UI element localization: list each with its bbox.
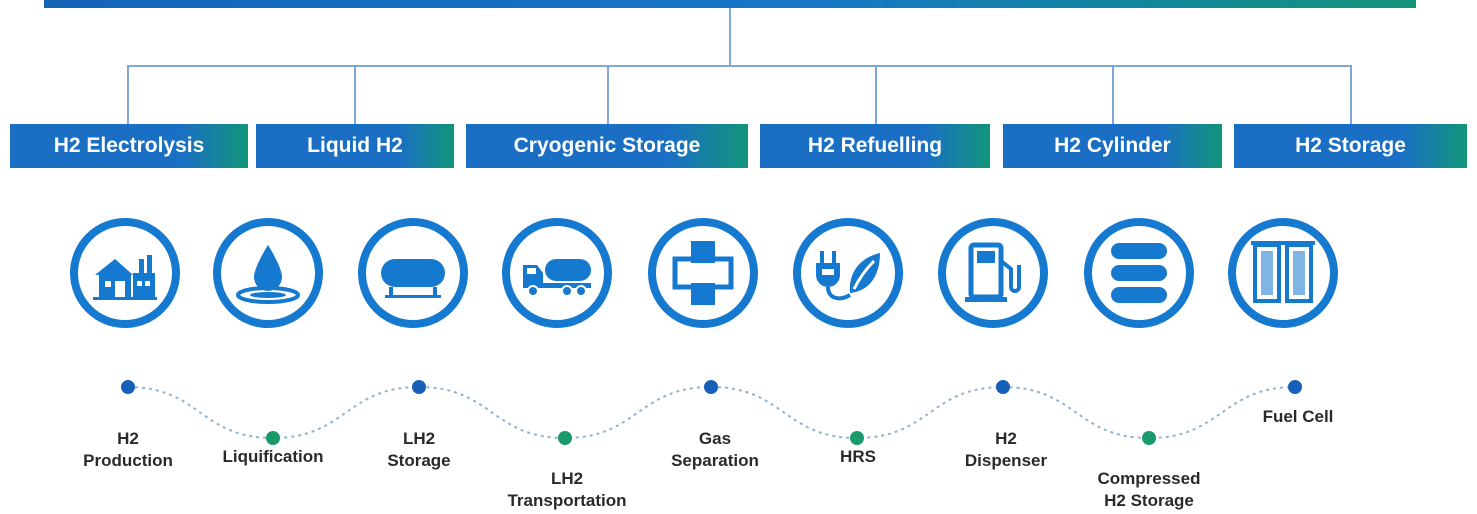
tab-h2-electrolysis[interactable]: H2 Electrolysis [10,124,248,168]
step-label-line2: Production [83,451,173,470]
tab-h2-storage[interactable]: H2 Storage [1234,124,1467,168]
connector-drop [1350,65,1352,124]
tab-label: Cryogenic Storage [513,134,701,157]
connector-drop [354,65,356,124]
step-label-line1: H2 [995,429,1017,448]
fuel-pump-icon [965,242,1021,302]
tab-label: H2 Refuelling [807,134,943,157]
connector-drop [607,65,609,124]
step-dot [1288,380,1302,394]
icon-circle-fuel-cell [1228,218,1338,328]
step-label-line1: H2 [117,429,139,448]
step-dot [121,380,135,394]
tab-h2-cylinder[interactable]: H2 Cylinder [1003,124,1222,168]
step-label-line2: Separation [671,451,759,470]
step-label-hrs: HRS [773,446,943,468]
plug-leaf-icon [816,251,880,301]
icon-circle-liquification [213,218,323,328]
step-label-fuel-cell: Fuel Cell [1213,406,1383,428]
step-label-line2: Storage [387,451,451,470]
connector-trunk [729,8,731,66]
tab-label: H2 Electrolysis [53,134,205,157]
icon-circle-lh2-storage [358,218,468,328]
icon-circle-production [70,218,180,328]
fuel-cell-icon [1251,241,1315,303]
step-dot [558,431,572,445]
tab-label: H2 Storage [1295,134,1406,157]
step-label-line1: Gas [698,429,732,448]
step-label-line2: HRS [840,447,876,466]
step-dot [412,380,426,394]
step-label-liquification: Liquification [188,446,358,468]
step-dot [850,431,864,445]
gas-separation-icon [672,241,734,305]
icon-circle-compressed-storage [1084,218,1194,328]
factory-icon [93,255,157,300]
icon-circle-hrs [793,218,903,328]
step-label-lh2-transportation: LH2 Transportation [482,468,652,512]
step-label-compressed-h2-storage: Compressed H2 Storage [1064,468,1234,512]
step-label-line2: Liquification [222,447,324,466]
connector-drop [127,65,129,124]
step-label-line2: Dispenser [964,451,1048,470]
step-label-line1: LH2 [402,429,436,448]
top-banner-bar [44,0,1416,8]
step-label-line2: Transportation [507,491,627,510]
stacked-cylinders-icon [1111,243,1167,303]
process-wave [121,380,1302,445]
tab-cryogenic-storage[interactable]: Cryogenic Storage [466,124,748,168]
icon-circle-h2-dispenser [938,218,1048,328]
storage-tank-icon [381,259,445,298]
step-label-line2: H2 Storage [1104,491,1194,510]
step-label-lh2-storage: LH2 Storage [334,428,504,472]
step-dot [996,380,1010,394]
step-label-h2-production: H2 Production [43,428,213,472]
step-dot [704,380,718,394]
water-drop-icon [236,245,300,304]
connector-drop [875,65,877,124]
step-label-line1: LH2 [550,469,584,488]
connector-horizontal [127,65,1352,67]
tanker-truck-icon [523,259,591,297]
step-label-line1: Compressed [1097,469,1201,488]
step-label-h2-dispenser: H2 Dispenser [921,428,1091,472]
step-label-gas-separation: Gas Separation [630,428,800,472]
tab-h2-refuelling[interactable]: H2 Refuelling [760,124,990,168]
icon-circle-lh2-transportation [502,218,612,328]
step-dot [1142,431,1156,445]
tab-label: H2 Cylinder [1054,134,1171,157]
connector-drop [1112,65,1114,124]
tab-label: Liquid H2 [307,134,403,157]
icon-circle-gas-separation [648,218,758,328]
tab-liquid-h2[interactable]: Liquid H2 [256,124,454,168]
step-label-line2: Fuel Cell [1262,407,1334,426]
step-dot [266,431,280,445]
